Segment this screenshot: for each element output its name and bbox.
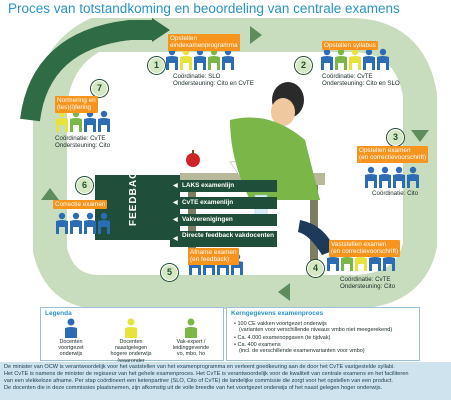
legend-heading: Legenda — [45, 310, 72, 317]
feedback-label-vertical: FEEDBACK — [128, 162, 139, 226]
loop-arrow — [278, 283, 290, 301]
step-info-3: Coördinatie: Cito — [372, 190, 419, 197]
loop-arrow — [411, 130, 429, 142]
arrow-left-icon: ◀ — [173, 183, 178, 189]
step-number-7: 7 — [91, 80, 108, 97]
step-tag-4: Vaststellen examen(en correctievoorschri… — [329, 240, 401, 257]
loop-arrow — [41, 188, 59, 200]
legend-icon-blue — [65, 318, 77, 338]
arrow-left-icon: ◀ — [173, 236, 178, 242]
feedback-arc-arrow — [152, 18, 170, 42]
kerngegevens-item: • Ca. 4.000 examenopgaven (te tijdvak) — [234, 335, 331, 341]
desk-illustration — [180, 82, 335, 265]
kerngegevens-item: • 100 CE vakken voortgezet onderwijs (va… — [234, 321, 393, 334]
step-number-6: 6 — [76, 177, 93, 194]
loop-band — [33, 18, 437, 309]
feedback-item-vakverenigingen: ◀Vakverenigingen — [170, 214, 277, 226]
diagram-title: Proces van totstandkoming en beoordeling… — [8, 1, 400, 16]
step-number-1: 1 — [148, 57, 165, 74]
legend-icon-yellow — [125, 318, 137, 338]
step-tag-6: Correctie examen — [53, 200, 108, 210]
feedback-region — [95, 175, 180, 240]
legend-icon-green — [185, 318, 197, 338]
step-tag-3: Opstellen examen(en correctievoorschrift… — [357, 146, 429, 163]
step-tag-2: Opstellen syllabus — [322, 41, 378, 51]
arrow-left-icon: ◀ — [173, 200, 178, 206]
step-number-5: 5 — [161, 264, 178, 281]
feedback-item-laks: ◀LAKS examenlijn — [170, 180, 277, 192]
kerngegevens-heading: Kerngegevens examenproces — [231, 310, 324, 317]
kerngegevens-item: • Ca. 400 examens (incl. de verschillend… — [234, 342, 365, 355]
loop-arrow — [250, 26, 262, 44]
process-loop — [20, 18, 437, 309]
arrow-left-icon: ◀ — [173, 217, 178, 223]
feedback-item-cvte: ◀CvTE examenlijn — [170, 197, 277, 209]
feedback-item-directe: ◀Directe feedback vakdocenten — [170, 231, 277, 247]
legend-icons — [65, 318, 197, 338]
kerngegevens: Kerngegevens examenproces • 100 CE vakke… — [226, 307, 420, 361]
step-number-2: 2 — [295, 57, 312, 74]
feedback-arc — [20, 20, 155, 122]
step-number-4: 4 — [307, 260, 324, 277]
step-tag-5: Afname examen(en feedback) — [188, 248, 239, 265]
step-number-3: 3 — [387, 129, 404, 146]
explanation-text: De minister van OCW is verantwoordelijk … — [0, 362, 451, 400]
step-tag-7: Normering en(les)(i)fering — [55, 96, 98, 113]
